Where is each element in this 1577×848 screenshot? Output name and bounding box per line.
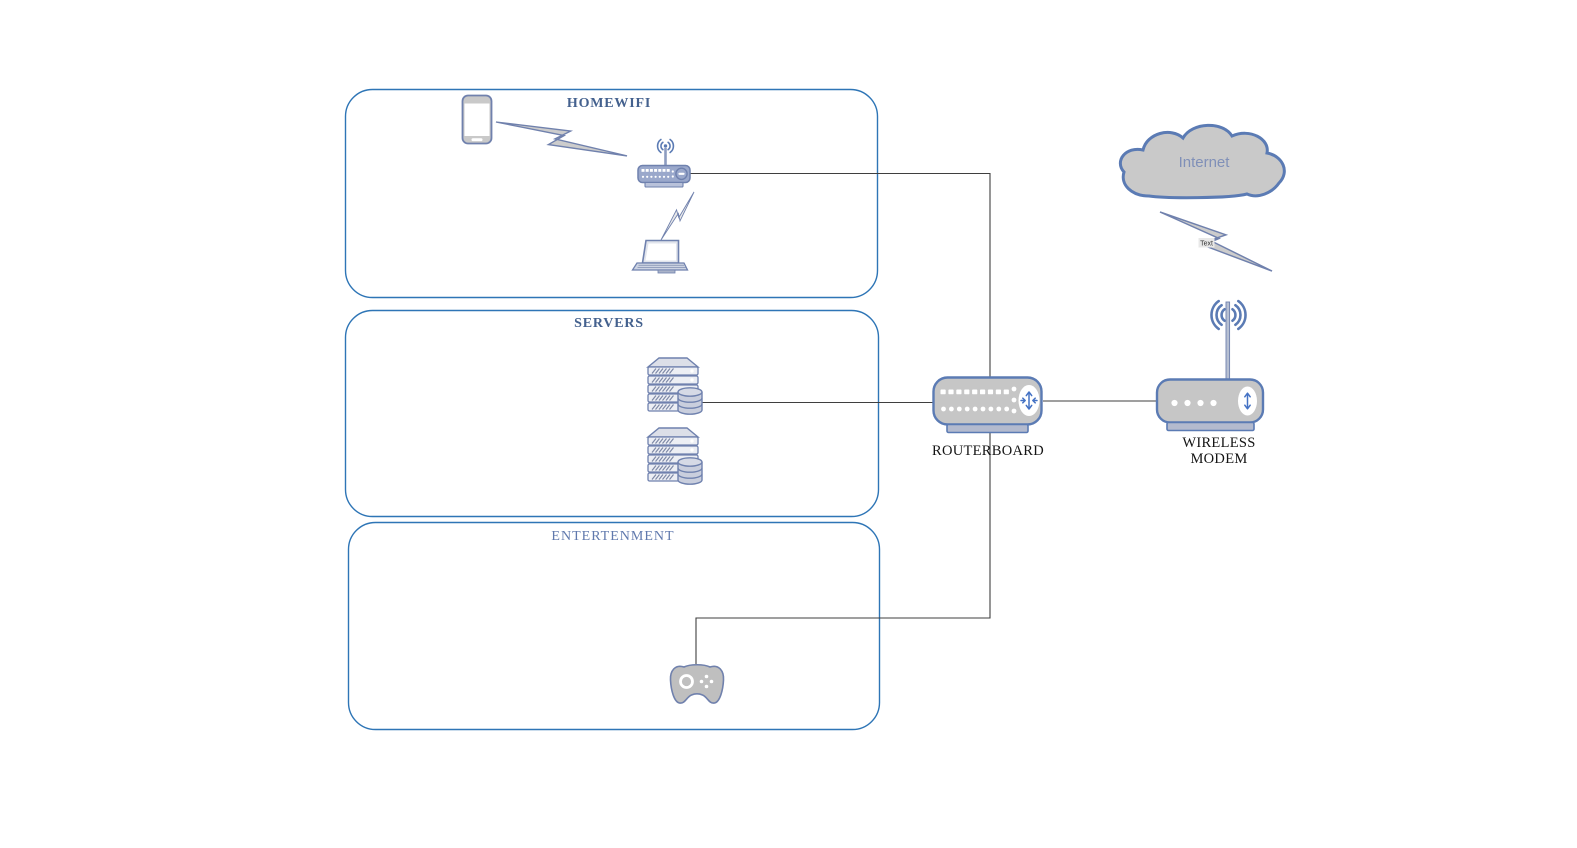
routerboard-node: ROUTERBOARD [932, 376, 1044, 459]
zone-homewifi-box [344, 88, 879, 299]
zone-entertainment: ENTERTENMENT [347, 521, 881, 731]
cloud-to-modem-link-label: Text [1200, 241, 1213, 248]
wire-ap-to-routerboard [690, 172, 991, 377]
antenna [1225, 301, 1231, 383]
zone-homewifi: HOMEWIFI [344, 88, 879, 299]
laptop-touchpad [657, 269, 676, 274]
wifi-signal-icon [1210, 299, 1247, 331]
modem-indicator-lights [1171, 399, 1217, 407]
laptop-keyboard [631, 262, 689, 271]
server-2-icon [647, 427, 703, 485]
zone-entertainment-title: ENTERTENMENT [551, 529, 674, 544]
wireless-modem-node: WIRELESS MODEM [1155, 299, 1265, 467]
wire-routerboard-to-controller [695, 433, 991, 664]
zone-servers: SERVERS [344, 309, 880, 518]
controller-dpad-ring [679, 674, 694, 689]
connectors [690, 172, 1157, 664]
server-1-icon [647, 357, 703, 415]
zone-servers-title: SERVERS [574, 316, 644, 331]
link-label-background [1198, 238, 1215, 248]
routerboard-stand [946, 423, 1029, 434]
zone-homewifi-title: HOMEWIFI [567, 96, 651, 111]
smartphone-home-button [471, 138, 483, 142]
routerboard-label: ROUTERBOARD [932, 443, 1044, 459]
internet-cloud-icon: Internet [1118, 123, 1286, 200]
wifi-signal-icon [656, 138, 675, 154]
routerboard-ports [940, 386, 1017, 414]
lightning-bolt-cloud-to-modem-icon: Text [1152, 211, 1280, 272]
lightning-bolt-phone-to-ap-icon [495, 121, 628, 157]
wireless-modem-label-line1: WIRELESS [1182, 435, 1255, 451]
zone-entertainment-box [347, 521, 881, 731]
game-controller-icon [669, 663, 725, 704]
ap-stand [644, 181, 684, 188]
laptop-icon [631, 239, 689, 274]
controller-buttons [699, 674, 714, 689]
smartphone-screen [464, 103, 490, 136]
smartphone-icon [461, 94, 493, 145]
wifi-router-icon [637, 138, 691, 188]
ap-ports [641, 169, 674, 178]
lightning-bolt-ap-to-laptop-icon [660, 186, 695, 246]
internet-cloud-label: Internet [1179, 154, 1231, 171]
wireless-modem-label-line2: MODEM [1190, 451, 1247, 467]
modem-stand [1166, 421, 1255, 432]
zone-servers-box [344, 309, 880, 518]
laptop-screen [645, 243, 676, 261]
